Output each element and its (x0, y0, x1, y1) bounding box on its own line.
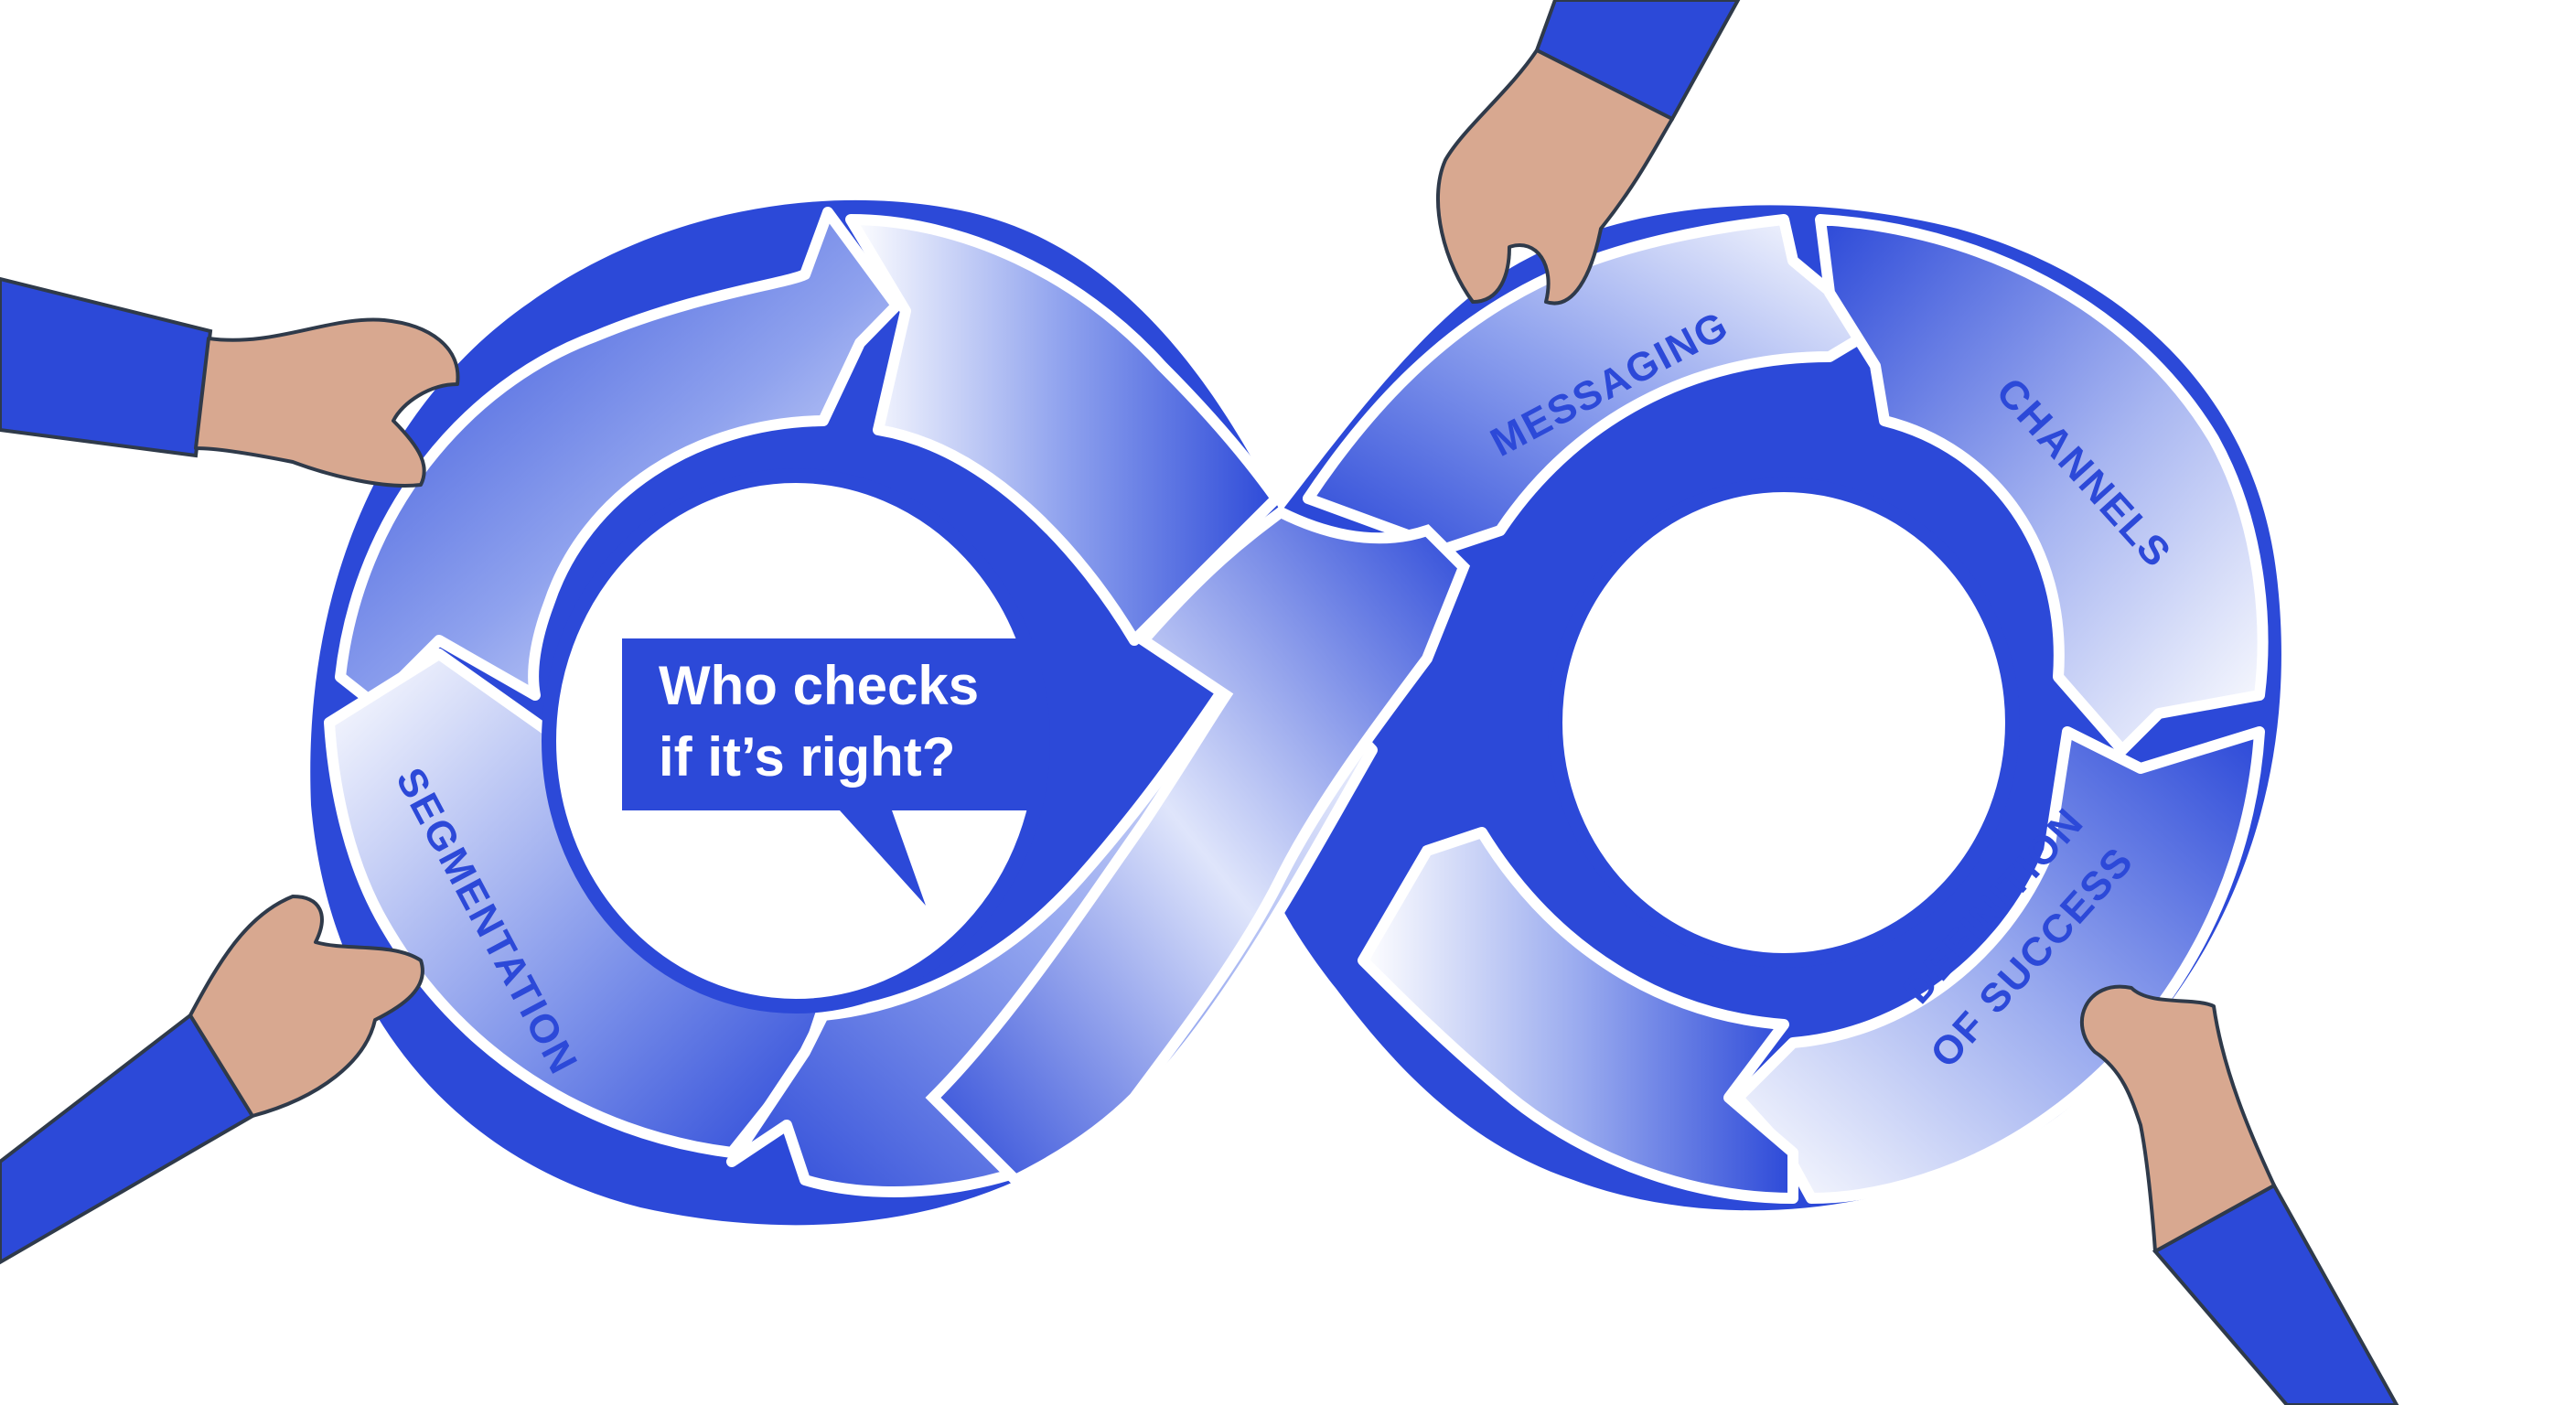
hands (188, 48, 2276, 1253)
left-loop-segments (324, 207, 1378, 1198)
hand-icon (1435, 48, 1674, 306)
speech-bubble-icon: Who checks if it’s right? (622, 638, 1041, 906)
right-loop-segments (1303, 214, 2269, 1204)
speech-bubble (622, 638, 1041, 906)
segment-right-bottom (1358, 827, 1798, 1204)
right-hole (1548, 477, 2020, 968)
segment-left-top-left (335, 207, 902, 710)
sleeve-top-left (0, 276, 213, 458)
sleeves (0, 0, 2399, 1405)
bubble-line-1: Who checks (659, 655, 979, 716)
hand-icon (188, 895, 424, 1118)
segment-right-definition-of-success (1733, 726, 2265, 1204)
segment-right-messaging (1303, 214, 1881, 554)
bubble-line-2: if it’s right? (659, 726, 955, 788)
center-crossing-band (925, 505, 1471, 1187)
hand-icon (2079, 984, 2276, 1253)
hand-icon (194, 317, 460, 488)
segment-left-top-right (845, 214, 1282, 646)
segment-right-channels (1815, 214, 2269, 756)
